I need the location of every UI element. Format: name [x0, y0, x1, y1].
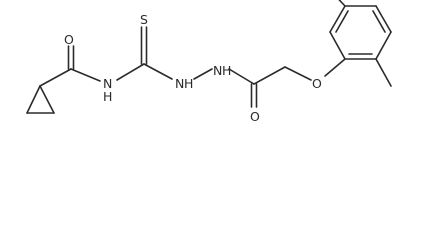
atom-o-carbonyl-right: O [250, 109, 260, 124]
bond-ring-b [375, 31, 392, 60]
bond-ring-inner-3 [335, 10, 349, 33]
bond-nh-to-carbonyl-right [228, 68, 255, 85]
bond-ring-inner-2 [372, 10, 386, 33]
bond-carbonyl-to-ch2 [253, 66, 286, 85]
atom-labels: O N H S N H N H O O [64, 12, 322, 124]
bond-carbonyl-to-nh [70, 68, 101, 82]
bond-cyclopropane-3 [39, 85, 55, 114]
atom-o-carbonyl-left: O [64, 32, 74, 47]
atom-h-amide: H [103, 89, 112, 104]
chemical-structure: O N H S N H N H O O [26, 0, 392, 124]
atom-n-hydrazide-a: N [175, 76, 184, 91]
bond-n-n [193, 68, 213, 80]
bond-ring-f [329, 31, 346, 60]
bond-ring-c [375, 5, 392, 33]
bond-ring-e [329, 5, 346, 33]
atom-s-thione: S [140, 12, 148, 27]
bond-ether-to-ring [324, 58, 346, 77]
atom-h-hydrazide-b: H [222, 63, 231, 78]
bond-ch2-to-ether [284, 66, 312, 81]
bond-methyl-lower [375, 58, 392, 87]
atom-h-hydrazide-a: H [184, 76, 193, 91]
bond-ring-to-carbonyl [39, 68, 72, 87]
bond-thiocarbonyl-to-nh [143, 63, 173, 80]
atom-n-amide: N [103, 76, 112, 91]
bond-nh-to-thiocarbonyl [116, 63, 145, 81]
atom-n-hydrazide-b: N [213, 63, 222, 78]
bonds [26, 0, 392, 114]
bond-methyl-upper [338, 0, 346, 7]
bond-cyclopropane-1 [26, 85, 41, 114]
atom-o-ether: O [312, 76, 322, 91]
